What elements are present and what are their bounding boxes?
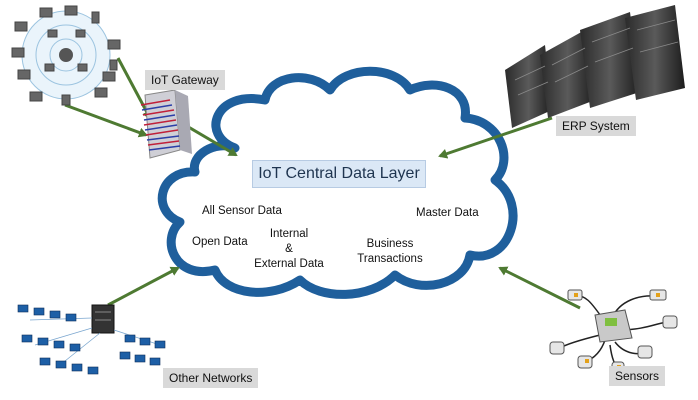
device-network-icon: [11, 5, 121, 106]
cloud-item-internal-line3: External Data: [254, 258, 324, 270]
cloud-item-business-transactions: Business Transactions: [352, 237, 428, 267]
cloud-item-internal-line1: Internal: [269, 228, 309, 240]
label-iot-gateway: IoT Gateway: [145, 70, 225, 90]
cloud-item-internal-external: Internal & External Data: [250, 227, 328, 272]
label-other-networks: Other Networks: [163, 368, 259, 388]
arrow-gateway-to-cloud: [184, 123, 238, 157]
cloud-item-all-sensor-data: All Sensor Data: [202, 205, 282, 217]
cloud-item-open-data: Open Data: [192, 236, 248, 248]
server-rack-icon: [505, 5, 685, 128]
cloud-item-master-data: Master Data: [416, 207, 479, 219]
arrow-devices-to-gateway-2: [116, 57, 152, 120]
arrow-erp-to-cloud: [438, 116, 553, 159]
arrow-sensors-to-cloud: [498, 266, 581, 310]
cloud-item-business-line1: Business: [366, 238, 414, 250]
label-sensors: Sensors: [609, 366, 666, 386]
arrow-devices-to-gateway: [64, 103, 148, 138]
computer-network-icon: [17, 304, 166, 375]
gateway-server-icon: [140, 89, 192, 159]
cloud-item-internal-line2: &: [285, 243, 293, 255]
label-erp-system: ERP System: [556, 116, 636, 136]
arrows: [64, 57, 581, 310]
cloud-title: IoT Central Data Layer: [252, 160, 426, 188]
arrow-networks-to-cloud: [107, 266, 180, 307]
cloud-item-business-line2: Transactions: [357, 253, 423, 265]
